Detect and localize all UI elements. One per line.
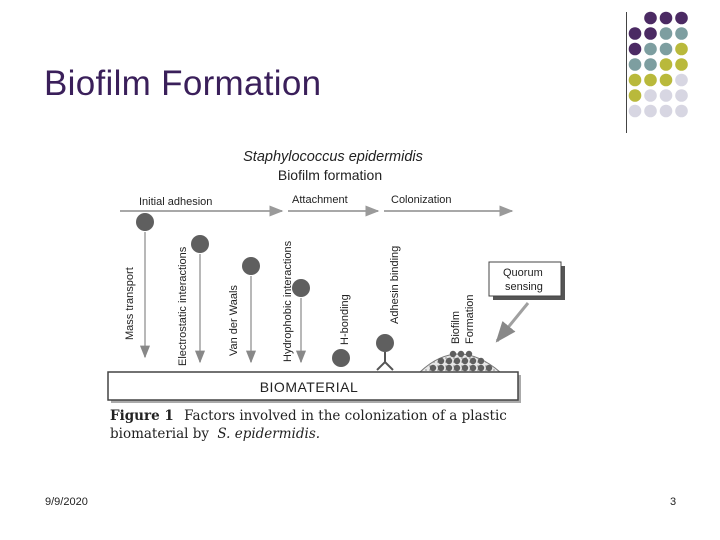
decor-dot — [675, 104, 688, 118]
adhesin-receptor — [376, 352, 394, 371]
decor-dot — [644, 89, 657, 102]
quorum-label-2: sensing — [505, 281, 543, 293]
caption-figure-label: Figure 1 — [110, 408, 174, 424]
footer-date: 9/9/2020 — [45, 496, 88, 508]
decor-dot — [659, 73, 673, 87]
biofilm-cells — [429, 350, 493, 372]
slide-number: 3 — [670, 496, 677, 508]
label-hydrophobic: Hydrophobic interactions — [282, 240, 294, 362]
caption-line1-text: Factors involved in the colonization of … — [184, 408, 507, 424]
decor-dot — [675, 73, 688, 87]
decor-dot — [644, 58, 657, 71]
label-adhesin: Adhesin binding — [389, 246, 401, 324]
slide-title: Biofilm Formation — [44, 64, 322, 103]
figure-caption-line2: biomaterial by S. epidermidis. — [110, 426, 320, 442]
quorum-label-1: Quorum — [503, 267, 543, 279]
label-formation: Formation — [464, 294, 476, 344]
label-electrostatic: Electrostatic interactions — [177, 246, 189, 366]
figure-subtitle: Biofilm formation — [278, 167, 382, 183]
decor-dot — [628, 104, 642, 118]
decor-dot — [628, 89, 642, 102]
label-mass-transport: Mass transport — [124, 267, 136, 340]
bacterium-4 — [292, 279, 310, 297]
bacterium-1 — [136, 213, 154, 231]
figure-caption-line1: Figure 1 Factors involved in the coloniz… — [110, 408, 507, 424]
bacterium-adhesin — [376, 334, 394, 352]
decor-dot — [659, 27, 673, 40]
label-van-der-waals: Van der Waals — [228, 285, 240, 356]
title-divider-line — [626, 12, 627, 133]
decor-dot — [675, 42, 688, 56]
stage-label-colonization: Colonization — [391, 194, 452, 206]
bacterium-5 — [332, 349, 350, 367]
decor-dot — [659, 42, 673, 56]
decor-dot — [659, 89, 673, 102]
decor-dot — [644, 73, 657, 87]
decor-dot — [675, 58, 688, 71]
decor-dot — [628, 42, 642, 56]
decor-dot — [628, 27, 642, 40]
quorum-arrow — [495, 302, 530, 343]
bacterium-3 — [242, 257, 260, 275]
decor-dot — [628, 58, 642, 71]
bacterium-2 — [191, 235, 209, 253]
stage-label-initial: Initial adhesion — [139, 196, 212, 208]
decorative-dot-grid — [628, 11, 688, 118]
decor-dot — [644, 104, 657, 118]
decor-dot — [659, 58, 673, 71]
decor-dot — [675, 11, 688, 25]
decor-dot — [659, 104, 673, 118]
quorum-box — [488, 261, 562, 297]
decor-dot — [675, 89, 688, 102]
figure-title: Staphylococcus epidermidis — [243, 149, 423, 165]
decor-dot — [628, 73, 642, 87]
stage-label-attachment: Attachment — [292, 194, 348, 206]
caption-species: S. epidermidis. — [217, 426, 320, 442]
decor-dot — [659, 11, 673, 25]
label-biofilm: Biofilm — [450, 311, 462, 344]
label-h-bonding: H-bonding — [339, 294, 351, 345]
biomaterial-label: BIOMATERIAL — [260, 379, 359, 395]
biomaterial-bar — [107, 371, 519, 401]
decor-dot — [644, 11, 657, 25]
decor-dot — [675, 27, 688, 40]
decor-dot — [644, 27, 657, 40]
caption-line2-text: biomaterial by — [110, 426, 209, 442]
decor-dot — [644, 42, 657, 56]
